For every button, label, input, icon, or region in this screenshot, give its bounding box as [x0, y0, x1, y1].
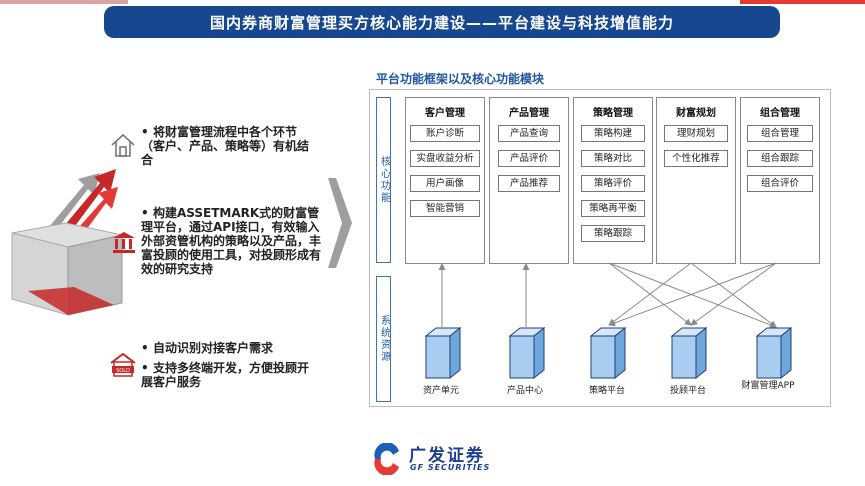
core-functions-label: 核心功能 [376, 97, 391, 263]
system-label-wealth-app: 财富管理APP [741, 381, 795, 391]
module-header: 客户管理 [425, 108, 465, 119]
module-item: 产品查询 [498, 125, 560, 142]
cube-icon [424, 326, 462, 380]
bullet-2-text: 构建ASSETMARK式的财富管理平台，通过API接口，有效输入外部资管机构的策… [141, 206, 322, 276]
module-item: 策略构建 [581, 125, 645, 142]
module-item: 理财规划 [664, 125, 728, 142]
page-title: 国内券商财富管理买方核心能力建设——平台建设与科技增值能力 [104, 6, 780, 38]
growth-box-illustration [11, 169, 123, 316]
connector-line [690, 262, 777, 326]
cube-icon [670, 326, 708, 380]
system-connectors [438, 262, 777, 329]
system-label-asset-unit: 资产单元 [422, 386, 459, 396]
cube-icon [755, 326, 793, 380]
svg-text:SOLD: SOLD [116, 368, 130, 374]
module-item: 组合评价 [747, 175, 813, 192]
module-header: 产品管理 [509, 108, 549, 119]
module-item: 策略再平衡 [581, 200, 645, 217]
house-outline-icon [111, 133, 135, 157]
logo-cn-text: 广发证券 [409, 446, 485, 466]
connector-line [608, 262, 777, 329]
bullet-1-text: 将财富管理流程中各个环节（客户、产品、策略等）有机结合 [141, 125, 310, 167]
system-resources-label: 系统资源 [376, 276, 391, 402]
connector-line [690, 262, 777, 328]
top-decor-bar-right [740, 0, 865, 4]
module-item: 账户诊断 [410, 125, 480, 142]
module-item: 智能营销 [410, 200, 480, 217]
system-resources-text: 系统资源 [378, 315, 390, 363]
chevron-right-icon [328, 178, 352, 268]
module-item: 产品推荐 [498, 175, 560, 192]
bullet-4: •支持多终端开发，方便投顾开展客户服务 [141, 361, 310, 389]
module-header: 财富规划 [676, 108, 716, 119]
module-item: 个性化推荐 [664, 150, 728, 167]
module-item: 产品评价 [498, 150, 560, 167]
module-portfolio-management: 组合管理 组合管理 组合跟踪 组合评价 [740, 97, 820, 264]
module-customer-management: 客户管理 账户诊断 实盘收益分析 用户画像 智能营销 [405, 97, 485, 264]
module-item: 策略对比 [581, 150, 645, 167]
core-functions-text: 核心功能 [378, 156, 390, 204]
cube-icon [589, 326, 627, 380]
bullet-2: •构建ASSETMARK式的财富管理平台，通过API接口，有效输入外部资管机构的… [141, 206, 322, 276]
module-header: 策略管理 [593, 108, 633, 119]
bullet-3-text: 自动识别对接客户需求 [153, 341, 274, 355]
sold-house-icon: SOLD [110, 352, 136, 377]
module-item: 用户画像 [410, 175, 480, 192]
module-header: 组合管理 [760, 108, 800, 119]
module-strategy-management: 策略管理 策略构建 策略对比 策略评价 策略再平衡 策略跟踪 [573, 97, 653, 264]
logo-en-text: GF SECURITIES [410, 463, 491, 472]
bank-building-icon [113, 232, 135, 253]
module-item: 策略评价 [581, 175, 645, 192]
connector-line [608, 262, 692, 326]
module-item: 组合跟踪 [747, 150, 813, 167]
cube-icon [508, 326, 546, 380]
module-item: 组合管理 [747, 125, 813, 142]
module-item: 实盘收益分析 [410, 150, 480, 167]
gf-securities-logo-icon [374, 443, 399, 475]
bullet-3: •自动识别对接客户需求 [141, 341, 274, 355]
module-product-management: 产品管理 产品查询 产品评价 产品推荐 [489, 97, 569, 264]
connector-line [608, 262, 777, 327]
bullet-4-text: 支持多终端开发，方便投顾开展客户服务 [141, 361, 310, 389]
diagram-title: 平台功能框架以及核心功能模块 [376, 72, 545, 86]
system-label-advisor-platform: 投顾平台 [669, 386, 706, 396]
top-decor-bar-left [0, 0, 128, 4]
bullet-1: •将财富管理流程中各个环节（客户、产品、策略等）有机结合 [141, 125, 310, 167]
module-wealth-planning: 财富规划 理财规划 个性化推荐 [656, 97, 736, 264]
module-item: 策略跟踪 [581, 225, 645, 242]
system-label-strategy-platform: 策略平台 [588, 386, 625, 396]
system-label-product-center: 产品中心 [506, 386, 543, 396]
